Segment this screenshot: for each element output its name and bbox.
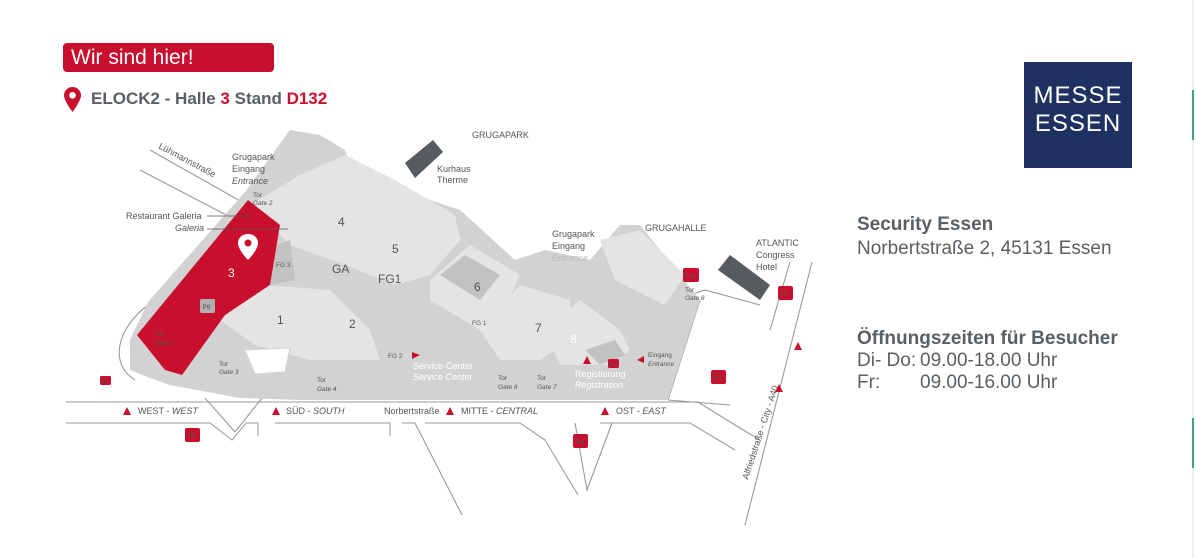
booth-location: ELOCK2 - Halle 3 Stand D132: [64, 86, 327, 112]
entrance-label: Eingang: [232, 164, 265, 174]
service-center-label: Service-Center: [413, 361, 473, 371]
right-edge-accent: [1192, 418, 1194, 468]
hall-number: 3: [228, 266, 235, 280]
gate-label: Tor: [498, 375, 508, 382]
parking-label: P5: [188, 433, 197, 440]
parking-p6-label: P6: [203, 304, 211, 311]
parking-p6-marker: [200, 299, 215, 313]
hall-number: 5: [392, 242, 399, 256]
parking-label: P3: [576, 439, 585, 446]
hall-sub-label: FG 3: [276, 262, 291, 269]
entrance-label: Grugapark: [552, 229, 595, 239]
security-address: Norbertstraße 2, 45131 Essen: [857, 238, 1112, 259]
place-label-therme: Therme: [437, 175, 468, 185]
gate-label: Gate 1: [155, 340, 175, 347]
hall-number: FG1: [378, 272, 402, 286]
hours-row: Fr: 09.00-16.00 Uhr: [857, 372, 1058, 393]
hall-number: GA: [332, 262, 349, 276]
hall-number: 7: [535, 321, 542, 335]
location-pin-icon: [64, 86, 81, 112]
you-are-here-banner: Wir sind hier!: [63, 43, 274, 72]
right-edge-accent: [1192, 90, 1194, 140]
gate-label: Gate 6: [498, 384, 518, 391]
exhibition-map: Lühmannstraße Norbertstraße Alfriedstraß…: [66, 130, 813, 526]
parking-label: P1: [714, 375, 723, 382]
gate-label: Tor: [253, 192, 263, 199]
place-label-hotel: Hotel: [756, 262, 777, 272]
booth-location-text: ELOCK2 - Halle 3 Stand D132: [91, 89, 328, 108]
gate-label: Gate 8: [685, 295, 705, 302]
tram-label: U11: [609, 362, 618, 368]
right-edge-line: [1192, 0, 1194, 558]
direction-label-central: MITTE - CENTRAL: [461, 406, 538, 416]
messe-essen-logo: MESSE ESSEN: [1024, 62, 1132, 168]
direction-label-east: OST - EAST: [616, 406, 667, 416]
tram-label: U11: [101, 379, 110, 385]
stand-pin-icon: [238, 234, 258, 260]
service-center-label: Service Center: [413, 372, 474, 382]
security-title: Security Essen: [857, 214, 994, 235]
hall-sub-label: FG 2: [388, 353, 403, 360]
place-label-congress: Congress: [756, 250, 795, 260]
hall-number: 6: [474, 280, 481, 294]
registration-label: Registierung: [575, 369, 626, 379]
direction-label-west: WEST - WEST: [138, 406, 199, 416]
stage-hall: [244, 347, 291, 375]
entrance-label: Eingang: [552, 241, 585, 251]
place-label-atlantic: ATLANTIC: [756, 238, 799, 248]
entrance-label: Grugapark: [232, 152, 275, 162]
galeria-label: Galeria: [175, 223, 204, 233]
hall-number: 1: [277, 313, 284, 327]
gate-label: Gate 7: [537, 384, 557, 391]
direction-label-south: SÜD - SOUTH: [286, 406, 345, 416]
gate-label: Tor: [537, 375, 547, 382]
hall-number: 8: [570, 332, 577, 346]
gate-label: Tor: [219, 361, 229, 368]
atlantic-hotel-building: [718, 255, 770, 300]
entrance-label: Entrance: [232, 176, 268, 186]
gate-label: Tor: [317, 377, 327, 384]
gate-label: Tor: [155, 331, 165, 338]
parking-label: P2: [781, 291, 790, 298]
gate-label: Tor: [685, 287, 695, 294]
opening-hours-title: Öffnungszeiten für Besucher: [857, 328, 1118, 349]
kurhaus-building: [405, 140, 443, 178]
parking-label: P1a: [684, 273, 696, 280]
parking-markers: P1 P1a P2 P3 P5 U11 U11: [100, 268, 793, 448]
restaurant-galeria-label: Restaurant Galeria: [126, 211, 202, 221]
street-label-norbert: Norbertstraße: [384, 406, 440, 416]
direction-triangle-icons: [123, 342, 802, 415]
place-label-kurhaus: Kurhaus: [437, 164, 471, 174]
street-lines: [66, 149, 813, 526]
hall-blocks: [220, 155, 685, 365]
hours-row: Di- Do: 09.00-18.00 Uhr: [857, 350, 1058, 371]
hall-number: 4: [338, 215, 345, 229]
entrance-label: Entrance: [552, 253, 588, 263]
security-info: Security Essen Norbertstraße 2, 45131 Es…: [857, 214, 1112, 260]
hall-number: 2: [349, 317, 356, 331]
street-label-luhmann: Lühmannstraße: [157, 141, 217, 179]
opening-hours: Öffnungszeiten für Besucher Di- Do: 09.0…: [857, 328, 1118, 394]
entrance-label: Eingang: [648, 352, 672, 359]
registration-label: Registration: [575, 380, 623, 390]
entrance-label: Entrance: [648, 361, 674, 368]
place-label-grugapark: GRUGAPARK: [472, 130, 529, 140]
gate-label: Gate 2: [253, 200, 273, 207]
gate-label: Gate 4: [317, 386, 337, 393]
place-label-grugahalle: GRUGAHALLE: [645, 223, 707, 233]
hall-sub-label: FG 1: [472, 320, 487, 327]
gate-label: Gate 3: [219, 369, 239, 376]
